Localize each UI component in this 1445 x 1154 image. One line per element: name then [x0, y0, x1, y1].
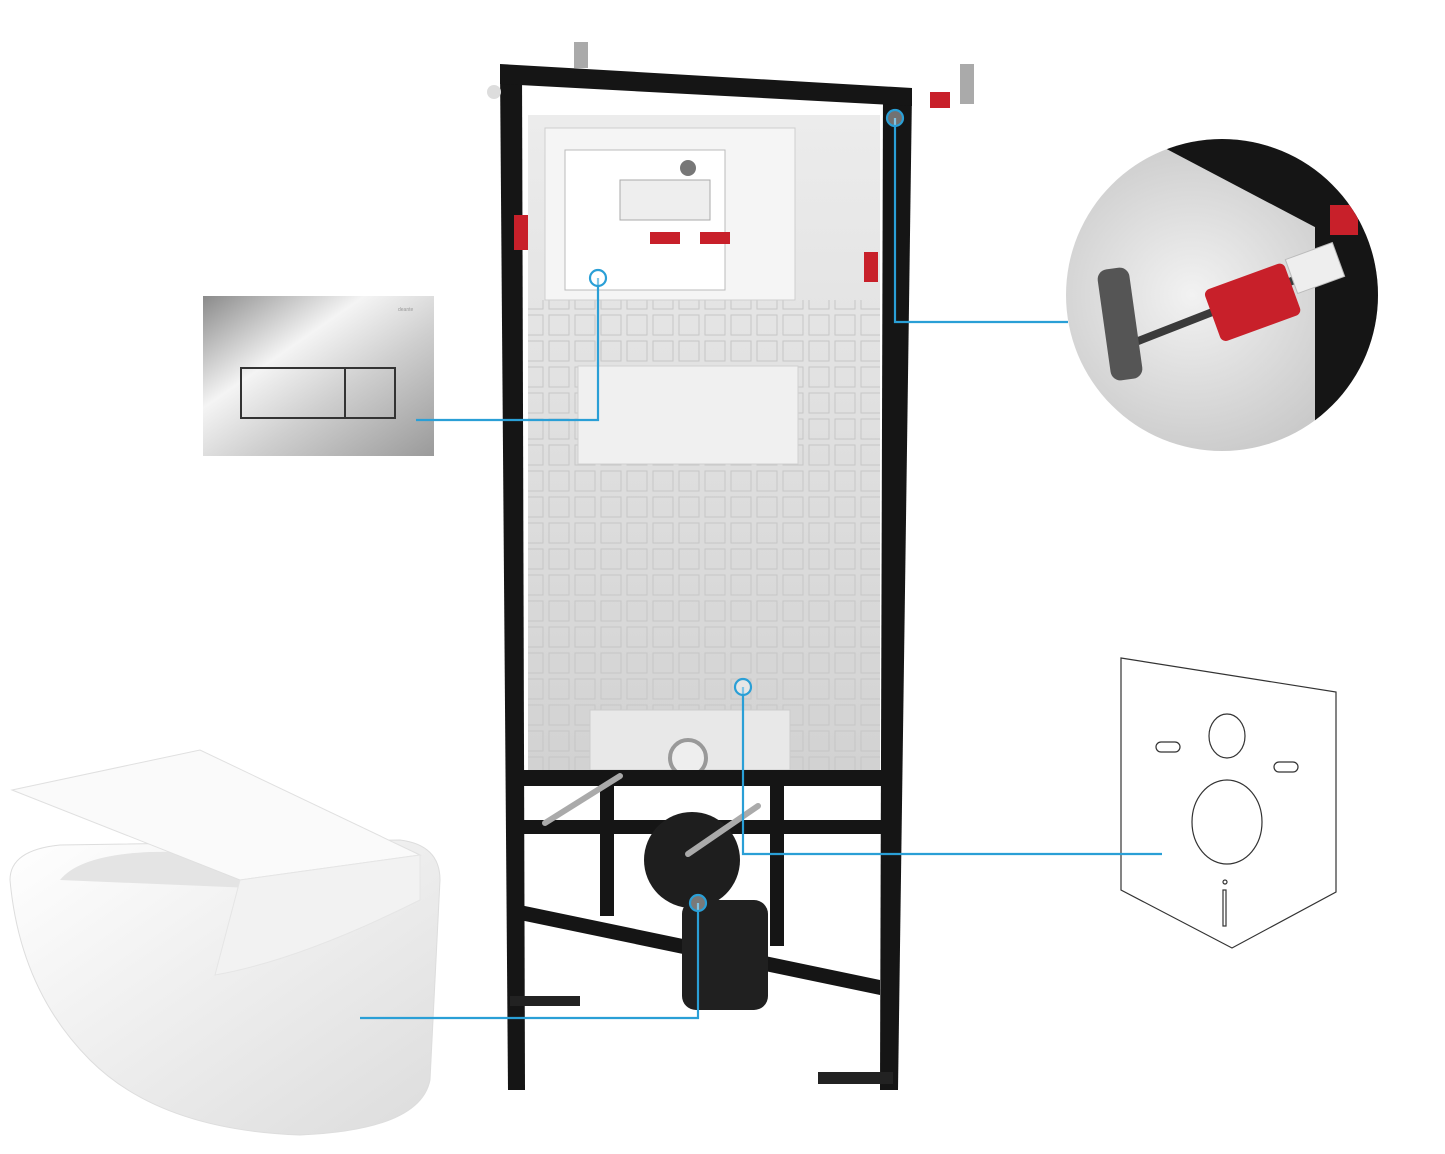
callout-flush-plate [416, 278, 600, 422]
callout-anchor-bolt [893, 118, 1068, 324]
callout-insulation-mat [741, 687, 1162, 856]
wall-anchor-bolt-detail [1066, 139, 1378, 451]
installation-frame [487, 42, 974, 1090]
wall-hung-toilet [9, 749, 441, 1136]
sound-insulation-mat [1120, 657, 1337, 949]
callout-toilet [360, 903, 700, 1020]
label-area [577, 365, 799, 465]
brand-logo: deante [398, 307, 414, 313]
flush-plate: deante [203, 296, 434, 456]
callout-lines [360, 108, 1162, 1020]
